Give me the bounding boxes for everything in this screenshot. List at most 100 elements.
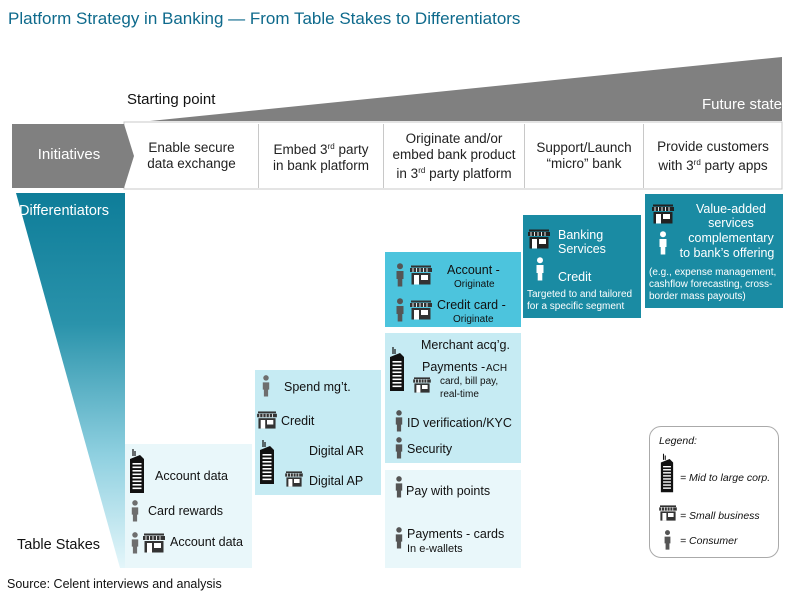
starting-point-label: Starting point bbox=[127, 91, 216, 108]
col4-item: Credit bbox=[558, 270, 592, 284]
person-icon bbox=[395, 263, 405, 287]
person-icon bbox=[663, 530, 672, 550]
page-title: Platform Strategy in Banking — From Tabl… bbox=[8, 9, 521, 28]
col3-mid-box: Merchant acq’g. Payments - ACH card, bil… bbox=[385, 333, 521, 463]
initiative-line: party platform bbox=[425, 165, 512, 181]
col5-note: border mass payouts) bbox=[649, 291, 746, 302]
differentiators-label: Differentiators bbox=[19, 203, 109, 219]
col3-mid-item: Payments - bbox=[422, 360, 486, 374]
col5-note: cashflow forecasting, cross- bbox=[649, 279, 773, 290]
person-icon bbox=[394, 410, 404, 432]
col3-mid-item: ID verification/KYC bbox=[407, 416, 512, 430]
storefront-icon bbox=[652, 204, 674, 224]
col1-item: Card rewards bbox=[148, 504, 224, 518]
legend: Legend: = Mid to large corp. = Small bus… bbox=[649, 426, 779, 558]
initiative-line: Support/Launch bbox=[536, 140, 632, 155]
initiative-line: party bbox=[334, 141, 369, 157]
person-icon bbox=[261, 375, 271, 397]
initiatives-row-border bbox=[123, 121, 783, 190]
initiative-line: data exchange bbox=[147, 156, 236, 171]
initiative-micro-bank: Support/Launch“micro” bank bbox=[524, 124, 643, 188]
person-icon bbox=[394, 437, 404, 459]
storefront-icon bbox=[257, 411, 277, 429]
col3-mid-item: card, bill pay, bbox=[440, 376, 499, 387]
initiative-line: Embed 3 bbox=[273, 141, 328, 157]
col2-item: Credit bbox=[281, 414, 315, 428]
initiative-line: “micro” bank bbox=[546, 156, 622, 171]
superscript: rd bbox=[693, 157, 701, 167]
col5-line: to bank’s offering bbox=[679, 246, 775, 260]
col2-item: Digital AR bbox=[309, 444, 364, 458]
initiative-line: in bank platform bbox=[272, 157, 370, 173]
col2-box: Spend mg’t. Credit Digital AR Digital AP bbox=[255, 370, 381, 495]
initiative-line: in 3 bbox=[396, 165, 419, 181]
initiative-line: with 3 bbox=[658, 157, 694, 173]
col5-line: Value-added bbox=[696, 202, 766, 216]
superscript: rd bbox=[327, 141, 335, 151]
person-icon bbox=[130, 532, 140, 554]
col3-top-item: Credit card - bbox=[437, 298, 506, 312]
person-icon bbox=[535, 257, 545, 281]
storefront-icon bbox=[528, 229, 550, 249]
person-icon bbox=[395, 298, 405, 322]
superscript: rd bbox=[418, 165, 426, 175]
col3-top-box: Account - Originate Credit card - Origin… bbox=[385, 252, 521, 327]
storefront-icon bbox=[659, 505, 677, 521]
initiative-line: embed bank product bbox=[392, 146, 516, 162]
col5-box: Value-added services complementary to ba… bbox=[645, 194, 783, 308]
col3-bottom-item: Pay with points bbox=[406, 484, 491, 498]
col4-item: Services bbox=[558, 242, 606, 256]
progression-wedge bbox=[150, 57, 782, 121]
col3-top-item: Account - bbox=[447, 263, 500, 277]
col5-line: complementary bbox=[688, 231, 774, 245]
col3-top-sub: Originate bbox=[454, 279, 495, 290]
building-icon bbox=[660, 453, 674, 493]
initiative-line: party apps bbox=[700, 157, 768, 173]
col4-item: Banking bbox=[558, 228, 604, 242]
storefront-icon bbox=[413, 377, 431, 393]
col3-mid-item: Merchant acq’g. bbox=[421, 338, 510, 352]
col1-box: Account data Card rewards Account data bbox=[125, 444, 252, 568]
building-icon bbox=[129, 449, 145, 493]
col5-note: (e.g., expense management, bbox=[649, 267, 777, 278]
col3-mid-item: real-time bbox=[440, 389, 479, 400]
future-state-label: Future state bbox=[701, 96, 782, 113]
table-stakes-label: Table Stakes bbox=[17, 537, 101, 553]
legend-title: Legend: bbox=[659, 435, 697, 447]
storefront-icon bbox=[143, 533, 165, 553]
col2-item: Spend mg’t. bbox=[284, 380, 351, 394]
col1-item: Account data bbox=[155, 469, 228, 483]
initiative-line: Provide customers bbox=[657, 138, 769, 154]
col3-bottom-item: Payments - cards bbox=[407, 527, 505, 541]
col5-line: services bbox=[708, 216, 754, 230]
col3-mid-item: Security bbox=[407, 442, 453, 456]
col3-mid-item: ACH bbox=[486, 363, 508, 374]
person-icon bbox=[130, 500, 140, 522]
differentiators-funnel bbox=[16, 193, 125, 568]
person-icon bbox=[394, 527, 404, 549]
initiatives-arrow bbox=[12, 124, 134, 188]
initiative-line: Enable secure bbox=[148, 140, 235, 155]
col4-note: for a specific segment bbox=[527, 301, 625, 312]
col2-item: Digital AP bbox=[309, 474, 364, 488]
col4-note: Targeted to and tailored bbox=[527, 289, 633, 300]
legend-item: = Consumer bbox=[680, 535, 738, 547]
col3-top-sub: Originate bbox=[453, 314, 494, 325]
storefront-icon bbox=[285, 471, 303, 487]
col3-bottom-item: In e-wallets bbox=[407, 543, 463, 555]
initiatives-label: Initiatives bbox=[37, 146, 101, 163]
col4-box: Banking Services Credit Targeted to and … bbox=[523, 215, 641, 318]
source-note: Source: Celent interviews and analysis bbox=[7, 577, 222, 591]
storefront-icon bbox=[410, 300, 432, 320]
building-icon bbox=[389, 341, 405, 397]
initiative-line: Originate and/or bbox=[405, 130, 503, 146]
col1-item: Account data bbox=[170, 535, 243, 549]
person-icon bbox=[658, 231, 668, 255]
storefront-icon bbox=[410, 265, 432, 285]
person-icon bbox=[394, 476, 404, 498]
building-icon bbox=[259, 440, 275, 484]
